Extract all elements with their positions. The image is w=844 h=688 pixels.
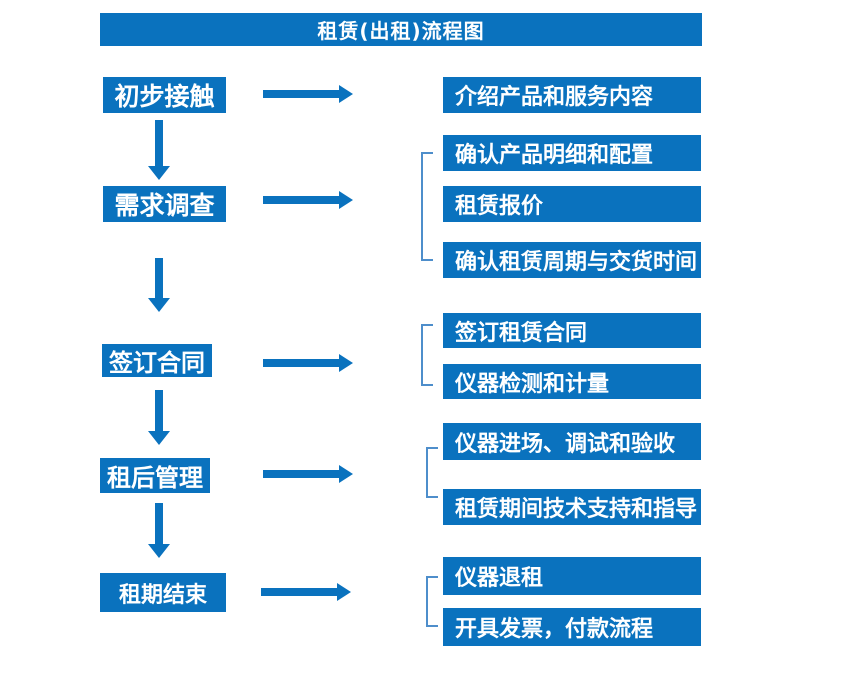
detail-box-instrument-return: 仪器退租 [443,557,701,595]
arrow-head [148,166,170,180]
detail-box-instrument-entry-commissioning: 仪器进场、调试和验收 [443,423,701,460]
group-bracket-icon [426,576,438,627]
arrow-shaft [155,503,163,545]
arrow-head [339,465,353,483]
arrow-head [148,298,170,312]
group-bracket-icon [421,152,433,261]
flow-arrow-down-icon [148,390,170,445]
stage-box-initial-contact: 初步接触 [103,77,226,113]
arrow-shaft [155,390,163,432]
group-bracket-icon [426,447,438,498]
arrow-head [339,191,353,209]
arrow-shaft [155,258,163,299]
arrow-shaft [155,120,163,167]
detail-box-technical-support-guidance: 租赁期间技术支持和指导 [443,489,701,525]
arrow-shaft [261,588,339,596]
arrow-head [339,85,353,103]
flow-arrow-right-icon [263,465,353,483]
flow-arrow-right-icon [263,354,353,372]
group-bracket-icon [421,324,433,386]
detail-box-invoice-payment-process: 开具发票，付款流程 [443,608,701,646]
arrow-head [337,583,351,601]
arrow-head [148,431,170,445]
flow-arrow-down-icon [148,258,170,312]
arrow-shaft [263,196,341,204]
flow-arrow-right-icon [263,191,353,209]
flow-arrow-down-icon [148,120,170,180]
detail-box-confirm-rental-period-delivery: 确认租赁周期与交货时间 [443,242,701,278]
arrow-shaft [263,90,341,98]
flow-arrow-down-icon [148,503,170,558]
detail-box-introduce-products-services: 介绍产品和服务内容 [443,77,701,113]
stage-box-post-rental-management: 租后管理 [100,458,210,493]
arrow-shaft [263,359,341,367]
detail-box-instrument-testing-calibration: 仪器检测和计量 [443,364,701,399]
detail-box-sign-rental-contract: 签订租赁合同 [443,313,701,348]
flow-arrow-right-icon [261,583,351,601]
stage-box-lease-end: 租期结束 [100,573,226,612]
flow-arrow-right-icon [263,85,353,103]
stage-box-sign-contract: 签订合同 [102,344,212,377]
arrow-head [148,544,170,558]
arrow-shaft [263,470,341,478]
stage-box-demand-survey: 需求调查 [103,186,226,222]
diagram-title: 租赁(出租)流程图 [100,13,702,46]
detail-box-confirm-product-details: 确认产品明细和配置 [443,135,701,171]
detail-box-rental-quotation: 租赁报价 [443,186,701,222]
arrow-head [339,354,353,372]
